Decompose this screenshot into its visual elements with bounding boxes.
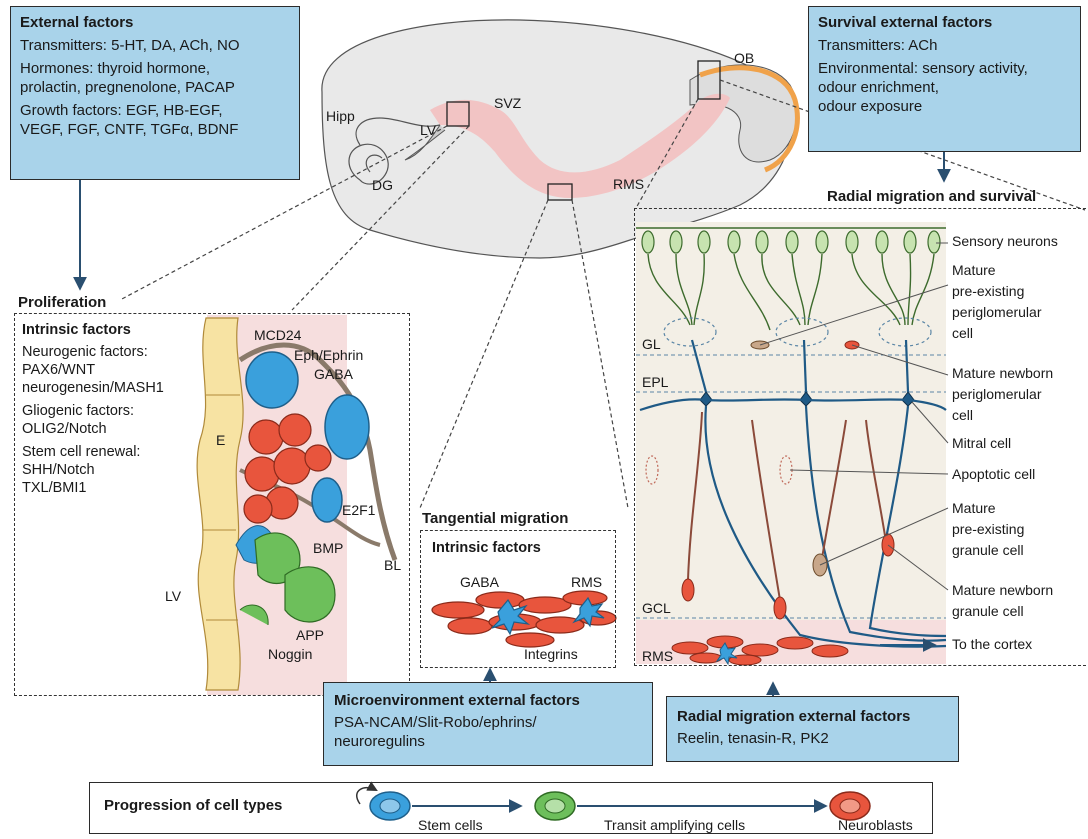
label-mature-preexisting-granule: pre-existing [952, 521, 1024, 538]
survival-factors-title: Survival external factors [818, 13, 1071, 32]
label-mature-newborn-granule: granule cell [952, 603, 1024, 620]
survival-factors-box: Survival external factors Transmitters: … [808, 6, 1081, 152]
label-mature-preexisting-granule: Mature [952, 500, 996, 517]
microenvironment-title: Microenvironment external factors [334, 691, 642, 710]
proliferation-intrinsic-title: Intrinsic factors [22, 321, 131, 340]
label-ependymal: E [216, 432, 225, 448]
label-mcd24: MCD24 [254, 327, 301, 343]
label-to-the-cortex: To the cortex [952, 636, 1032, 653]
microenvironment-line: neuroregulins [334, 732, 642, 751]
brain-label-ob: OB [734, 50, 754, 66]
radial-external-box: Radial migration external factors Reelin… [666, 696, 959, 762]
proliferation-title: Proliferation [18, 294, 106, 311]
survival-factors-line: odour enrichment, [818, 78, 1071, 97]
label-noggin: Noggin [268, 646, 312, 662]
microenvironment-box: Microenvironment external factors PSA-NC… [323, 682, 653, 766]
proliferation-line: Gliogenic factors: [22, 402, 134, 421]
radial-external-title: Radial migration external factors [677, 707, 948, 726]
progression-transit-label: Transit amplifying cells [604, 817, 745, 833]
layer-gcl: GCL [642, 600, 671, 616]
label-mature-newborn-granule: Mature newborn [952, 582, 1053, 599]
layer-rms: RMS [642, 648, 673, 664]
brain-label-dg: DG [372, 177, 393, 193]
external-factors-box: External factors Transmitters: 5-HT, DA,… [10, 6, 300, 180]
label-sensory-neurons: Sensory neurons [952, 233, 1058, 250]
progression-stem-label: Stem cells [418, 817, 483, 833]
proliferation-line: OLIG2/Notch [22, 420, 107, 439]
label-eph-ephrin: Eph/Ephrin [294, 347, 363, 363]
layer-epl: EPL [642, 374, 668, 390]
label-bl: BL [384, 557, 401, 573]
external-factors-title: External factors [20, 13, 290, 32]
label-mature-newborn-pg: periglomerular [952, 386, 1041, 403]
label-mature-preexisting-pg: cell [952, 325, 973, 342]
survival-factors-line: Transmitters: ACh [818, 36, 1071, 55]
tangential-label-integrins: Integrins [524, 646, 578, 662]
brain-label-hipp: Hipp [326, 108, 355, 124]
external-factors-line: prolactin, pregnenolone, PACAP [20, 78, 290, 97]
progression-title: Progression of cell types [104, 797, 282, 814]
tangential-label-rms: RMS [571, 574, 602, 590]
label-lv: LV [165, 588, 181, 604]
tangential-label-gaba: GABA [460, 574, 499, 590]
proliferation-line: Neurogenic factors: [22, 343, 148, 362]
proliferation-line: PAX6/WNT [22, 361, 95, 380]
radial-title: Radial migration and survival [827, 188, 1036, 205]
label-app: APP [296, 627, 324, 643]
external-factors-line: VEGF, FGF, CNTF, TGFα, BDNF [20, 120, 290, 139]
label-mature-preexisting-pg: Mature [952, 262, 996, 279]
external-factors-line: Hormones: thyroid hormone, [20, 59, 290, 78]
microenvironment-line: PSA-NCAM/Slit-Robo/ephrins/ [334, 713, 642, 732]
radial-external-line: Reelin, tenasin-R, PK2 [677, 729, 948, 748]
proliferation-line: TXL/BMI1 [22, 479, 86, 498]
brain-label-svz: SVZ [494, 95, 521, 111]
label-apoptotic-cell: Apoptotic cell [952, 466, 1035, 483]
brain-label-lv: LV [420, 122, 436, 138]
tangential-intrinsic-title: Intrinsic factors [432, 539, 541, 558]
label-mature-preexisting-granule: granule cell [952, 542, 1024, 559]
tangential-title: Tangential migration [422, 510, 568, 527]
label-bmp: BMP [313, 540, 343, 556]
proliferation-line: neurogenesin/MASH1 [22, 379, 164, 398]
label-mature-preexisting-pg: periglomerular [952, 304, 1041, 321]
label-mature-newborn-pg: cell [952, 407, 973, 424]
label-gaba: GABA [314, 366, 353, 382]
label-mature-newborn-pg: Mature newborn [952, 365, 1053, 382]
external-factors-line: Growth factors: EGF, HB-EGF, [20, 101, 290, 120]
survival-factors-line: odour exposure [818, 97, 1071, 116]
proliferation-line: SHH/Notch [22, 461, 95, 480]
label-e2f1: E2F1 [342, 502, 375, 518]
survival-factors-line: Environmental: sensory activity, [818, 59, 1071, 78]
brain-label-rms: RMS [613, 176, 644, 192]
progression-neuroblasts-label: Neuroblasts [838, 817, 913, 833]
layer-gl: GL [642, 336, 661, 352]
label-mature-preexisting-pg: pre-existing [952, 283, 1024, 300]
label-mitral-cell: Mitral cell [952, 435, 1011, 452]
external-factors-line: Transmitters: 5-HT, DA, ACh, NO [20, 36, 290, 55]
proliferation-line: Stem cell renewal: [22, 443, 140, 462]
